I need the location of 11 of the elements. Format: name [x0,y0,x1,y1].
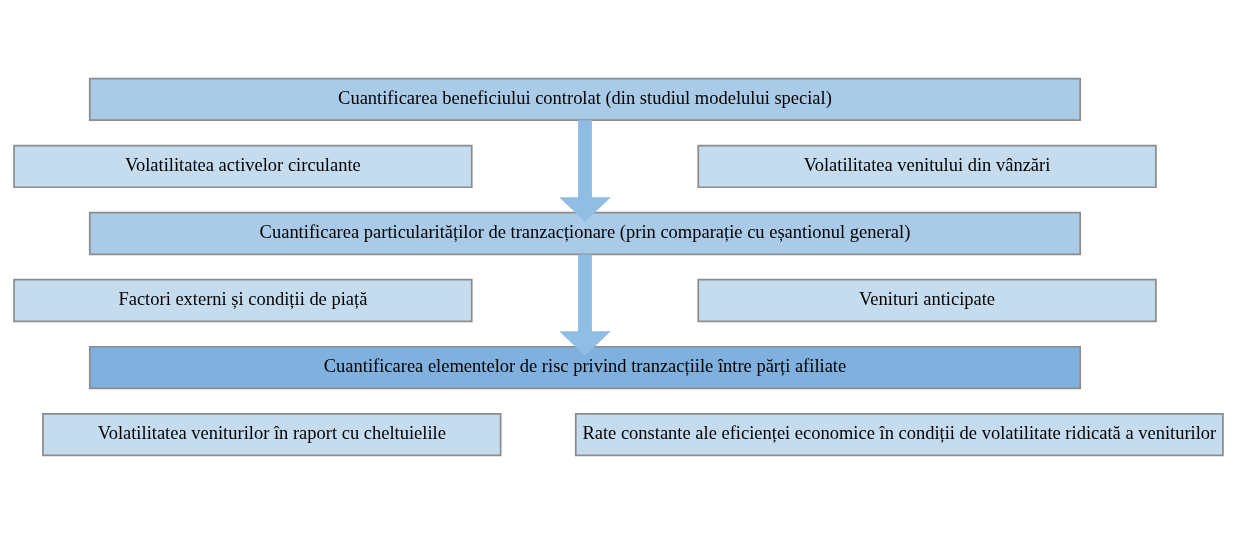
node-box: Cuantificarea beneficiului controlat (din studiul modelului special) [88,77,1082,122]
node-box: Volatilitatea venitului din vânzări [697,144,1157,189]
node-box: Venituri anticipate [697,278,1157,323]
arrow [559,254,611,356]
node-box: Volatilitatea activelor circulante [13,144,473,189]
node-box: Cuantificarea particularităților de tranzacționare (prin comparație cu eșantionul general) [88,211,1082,256]
node-box: Volatilitatea veniturilor în raport cu cheltuielile [42,412,502,457]
node-box: Factori externi și condiții de piață [13,278,473,323]
arrow [559,120,611,222]
node-box: Cuantificarea elementelor de risc privind tranzacțiile între părți afiliate [88,345,1082,390]
node-box: Rate constante ale eficienței economice în condiții de volatilitate ridicată a veniturilor [574,412,1224,457]
